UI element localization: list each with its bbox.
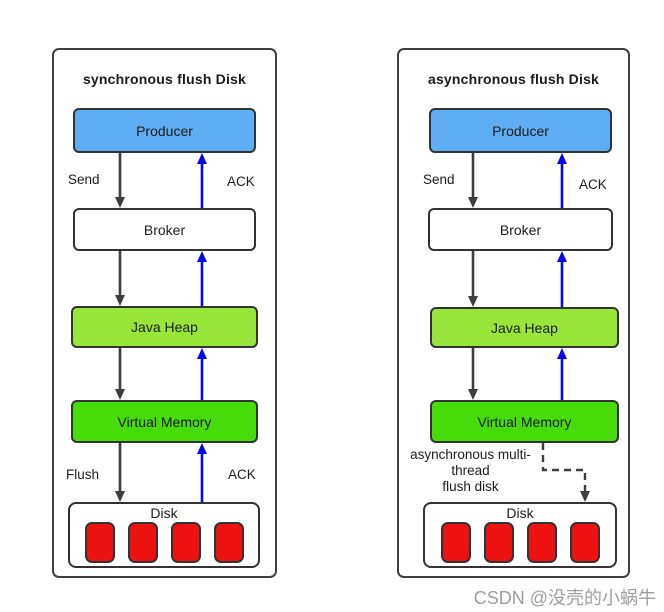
disk-block [569, 522, 600, 563]
async-producer-label: Producer [492, 122, 549, 139]
async-flush-note: asynchronous multi- thread flush disk [410, 447, 531, 494]
sync-disk-label: Disk [150, 505, 178, 521]
sync-flush-label: Flush [66, 467, 100, 482]
sync-virtual-memory-label: Virtual Memory [117, 413, 212, 430]
sync-send-label: Send [68, 172, 100, 187]
disk-block [84, 522, 115, 563]
sync-ack-top-label: ACK [227, 174, 255, 189]
async-disk-blocks [440, 522, 600, 563]
sync-broker-label: Broker [143, 221, 186, 238]
sync-java-heap-label: Java Heap [131, 319, 198, 335]
sync-panel-title: synchronous flush Disk [82, 71, 247, 87]
sync-java-heap-box: Java Heap [71, 306, 258, 348]
async-java-heap-label: Java Heap [491, 319, 558, 336]
disk-block [213, 522, 244, 563]
async-java-heap-box: Java Heap [430, 307, 619, 348]
disk-block [483, 522, 514, 563]
disk-block [127, 522, 158, 563]
disk-block [170, 522, 201, 563]
sync-producer-box: Producer [73, 108, 256, 153]
async-disk-box: Disk [423, 502, 617, 568]
async-ack-top-label: ACK [579, 177, 607, 192]
async-virtual-memory-box: Virtual Memory [430, 400, 619, 443]
async-panel-title: asynchronous flush Disk [427, 71, 600, 87]
async-producer-box: Producer [429, 108, 612, 153]
disk-block [440, 522, 471, 563]
async-virtual-memory-label: Virtual Memory [477, 413, 572, 430]
sync-disk-box: Disk [68, 502, 260, 568]
async-send-label: Send [423, 172, 455, 187]
sync-virtual-memory-box: Virtual Memory [71, 400, 258, 443]
sync-ack-bottom-label: ACK [228, 467, 256, 482]
sync-producer-label: Producer [136, 122, 193, 139]
sync-disk-blocks [84, 522, 244, 563]
async-disk-label: Disk [506, 505, 534, 521]
disk-block [526, 522, 557, 563]
async-broker-label: Broker [499, 221, 542, 238]
async-broker-box: Broker [428, 208, 613, 251]
csdn-watermark: CSDN @没壳的小蜗牛 [473, 588, 656, 608]
sync-broker-box: Broker [73, 208, 256, 251]
